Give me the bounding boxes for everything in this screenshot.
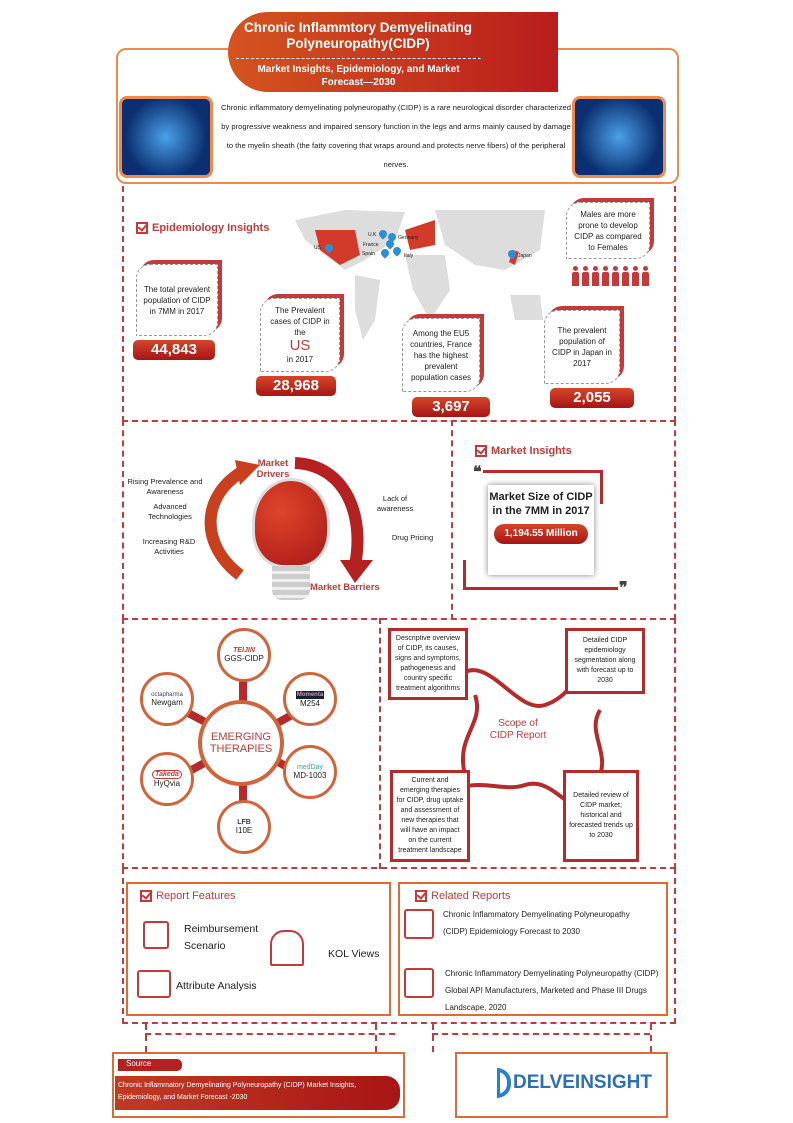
connector bbox=[145, 1024, 147, 1052]
barriers-title: Market Barriers bbox=[310, 582, 380, 593]
scope-title: Scope of CIDP Report bbox=[489, 718, 547, 741]
features-heading: Report Features bbox=[140, 890, 235, 902]
connector bbox=[375, 1024, 377, 1052]
checkbox-icon bbox=[136, 222, 148, 234]
intro-text: Chronic inflammatory demyelinating polyn… bbox=[221, 103, 571, 169]
connector bbox=[650, 1024, 652, 1052]
feature-kol: KOL Views bbox=[328, 948, 380, 960]
connector bbox=[432, 1024, 434, 1052]
related-heading: Related Reports bbox=[415, 890, 511, 902]
driver-item: Advanced Technologies bbox=[148, 502, 192, 521]
scope-item: Current and emerging therapies for CIDP,… bbox=[390, 770, 470, 862]
page-title: Chronic Inflammtory Demyelinating Polyne… bbox=[243, 20, 473, 51]
connector bbox=[145, 1033, 395, 1035]
stat-value-eu5: 3,697 bbox=[412, 397, 490, 417]
market-size-label: Market Size of CIDP in the 7MM in 2017 bbox=[489, 491, 593, 517]
kol-people-icon bbox=[270, 930, 304, 966]
market-size-card: Market Size of CIDP in the 7MM in 2017 1… bbox=[488, 485, 594, 575]
page-subtitle: Market Insights, Epidemiology, and Marke… bbox=[236, 58, 481, 89]
map-label: U.K bbox=[368, 232, 377, 238]
stat-value-us: 28,968 bbox=[256, 376, 336, 396]
map-label: US bbox=[314, 245, 321, 251]
neuron-image-right bbox=[572, 96, 666, 178]
gender-note-card: Males are more prone to develop CIDP as … bbox=[566, 202, 650, 259]
driver-item: Increasing R&D Activities bbox=[142, 537, 196, 556]
checkbox-icon bbox=[475, 445, 487, 457]
brand-name: DELVEINSIGHT bbox=[513, 1072, 652, 1093]
feature-attribute: Attribute Analysis bbox=[176, 980, 257, 992]
frame-line bbox=[463, 560, 618, 590]
market-heading: Market Insights bbox=[475, 445, 572, 457]
barrier-item: Drug Pricing bbox=[391, 533, 434, 542]
connector bbox=[432, 1033, 650, 1035]
related-report-link[interactable]: Chronic Inflammatory Demyelinating Polyn… bbox=[443, 910, 630, 936]
driver-item: Rising Prevalence and Awareness bbox=[127, 477, 203, 496]
cycle-arrows bbox=[204, 457, 373, 583]
neuron-image-left bbox=[119, 96, 213, 178]
report-document-icon bbox=[404, 968, 434, 998]
epidemiology-heading: Epidemiology Insights bbox=[136, 222, 269, 234]
stat-value-japan: 2,055 bbox=[550, 388, 634, 408]
source-text: Chronic Inflammatory Demyelinating Polyn… bbox=[115, 1076, 400, 1110]
related-report-link[interactable]: Chronic Inflammatory Demyelinating Polyn… bbox=[445, 969, 659, 1012]
scope-item: Detailed CIDP epidemiology segmentation … bbox=[565, 628, 645, 694]
world-map bbox=[295, 210, 545, 340]
checkbox-icon bbox=[415, 890, 427, 902]
report-features-box bbox=[126, 882, 391, 1016]
title-banner: Chronic Inflammtory Demyelinating Polyne… bbox=[228, 12, 558, 92]
related-reports-box bbox=[398, 882, 668, 1016]
map-label: France bbox=[363, 242, 379, 248]
stat-value-7mm: 44,843 bbox=[133, 340, 215, 360]
emerging-therapies-hub: EMERGING THERAPIES bbox=[198, 700, 284, 786]
features-section bbox=[122, 868, 676, 1024]
divider bbox=[451, 420, 453, 620]
brand-box bbox=[455, 1052, 668, 1118]
scope-item: Descriptive overview of CIDP, its causes… bbox=[388, 628, 468, 700]
stat-card-japan: The prevalent population of CIDP in Japa… bbox=[544, 310, 620, 384]
checkbox-icon bbox=[140, 890, 152, 902]
map-label: Japan bbox=[518, 253, 532, 259]
market-size-value: 1,194.55 Million bbox=[494, 524, 588, 544]
lightbulb-base bbox=[272, 566, 310, 600]
scope-item: Detailed review of CIDP market; historic… bbox=[563, 770, 639, 862]
stat-card-7mm: The total prevalent population of CIDP i… bbox=[136, 264, 218, 336]
lightbulb-icon bbox=[252, 478, 330, 568]
divider bbox=[379, 618, 381, 869]
quote-close-icon: ❞ bbox=[619, 580, 628, 597]
quote-open-icon: ❝ bbox=[473, 464, 482, 481]
reimbursement-icon bbox=[143, 921, 169, 949]
feature-reimbursement: Reimbursement Scenario bbox=[184, 923, 259, 952]
drivers-section bbox=[122, 420, 676, 620]
map-label: Spain bbox=[362, 251, 375, 257]
frame-line bbox=[483, 470, 603, 504]
report-document-icon bbox=[404, 909, 434, 939]
source-label: Source bbox=[118, 1059, 182, 1071]
therapies-section bbox=[122, 618, 676, 869]
stat-card-us: The Prevalent cases of CIDP in the US in… bbox=[260, 298, 340, 372]
map-label: Germany bbox=[398, 235, 419, 241]
attribute-analysis-icon bbox=[137, 970, 171, 998]
population-icons bbox=[572, 266, 652, 291]
delveinsight-logo-icon bbox=[497, 1068, 511, 1098]
map-label: Italy bbox=[404, 253, 414, 259]
stat-card-eu5: Among the EU5 countries, France has the … bbox=[402, 318, 480, 392]
barrier-item: Lack of awareness bbox=[376, 494, 414, 513]
drivers-title: Market Drivers bbox=[256, 458, 290, 480]
source-box bbox=[112, 1052, 405, 1118]
